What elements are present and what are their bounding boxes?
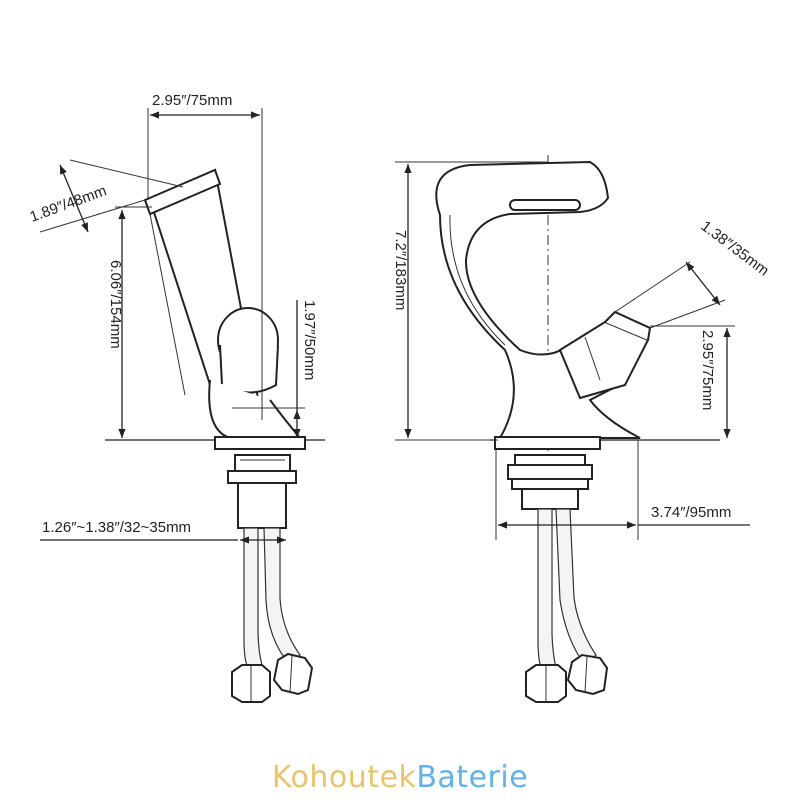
logo-part-baterie: Baterie <box>416 760 529 795</box>
label-right-handle-height: 2.95″/75mm <box>699 330 716 410</box>
label-right-total-height: 7.2″/183mm <box>392 230 409 310</box>
label-left-spout-width: 1.89″/48mm <box>28 182 109 225</box>
label-left-handle-height: 1.97″/50mm <box>301 300 318 380</box>
dim-left-hole-diameter: 1.26″~1.38″/32~35mm <box>40 519 286 544</box>
dim-left-top-width: 2.95″/75mm <box>147 92 263 420</box>
brand-logo: KohoutekBaterie <box>0 760 800 795</box>
dim-right-total-height: 7.2″/183mm <box>392 161 548 441</box>
label-right-handle-diameter: 1.38″/35mm <box>698 218 772 280</box>
dim-right-handle-height: 2.95″/75mm <box>650 325 735 438</box>
label-left-hole-diameter: 1.26″~1.38″/32~35mm <box>42 519 191 536</box>
dim-left-handle-height: 1.97″/50mm <box>232 300 318 438</box>
side-view-faucet <box>105 168 325 703</box>
label-left-height: 6.06″/154mm <box>107 260 124 349</box>
label-right-base-reach: 3.74″/95mm <box>651 504 731 521</box>
dim-right-handle-diameter: 1.38″/35mm <box>614 218 772 329</box>
dim-right-base-reach: 3.74″/95mm <box>495 440 750 540</box>
dim-left-height: 6.06″/154mm <box>107 206 152 438</box>
label-left-top-width: 2.95″/75mm <box>152 92 232 109</box>
front-view-faucet <box>435 155 720 703</box>
logo-part-kohoutek: Kohoutek <box>271 760 417 795</box>
